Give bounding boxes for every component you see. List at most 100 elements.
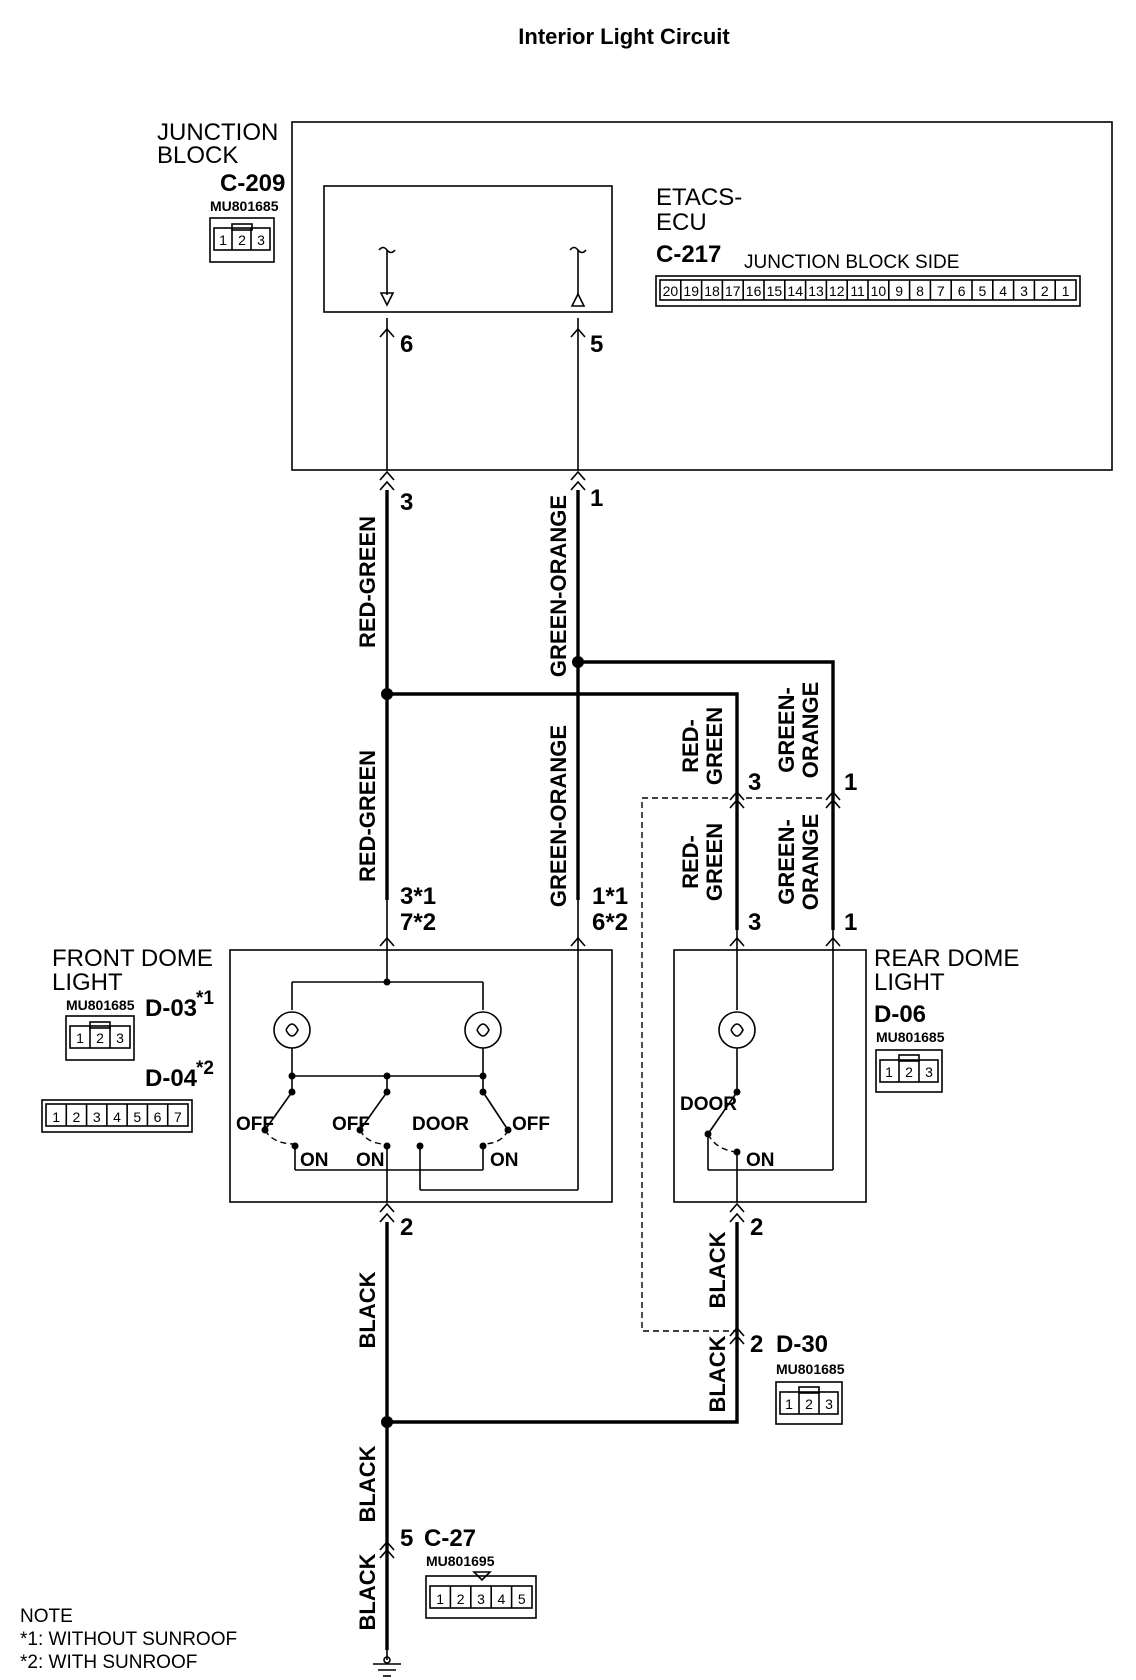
diagram-title: Interior Light Circuit [518,24,730,49]
front-pin: 3 [116,1030,124,1046]
wire-label-rear-red-green-upper: RED- GREEN [678,707,727,785]
junction-block-box [291,121,1113,471]
d30-part-number: MU801685 [776,1361,845,1377]
d30-connector: D-30 [776,1331,828,1358]
svg-text:RED-: RED- [678,835,703,889]
etacs-pin: 20 [663,283,679,299]
junction-block-connector-icon: 1 2 3 [209,217,275,263]
front-switch-door: DOOR [412,1114,469,1135]
rear-switch-door: DOOR [680,1094,737,1115]
front-dome-connector1-note: *1 [196,988,214,1009]
front7-pin: 5 [133,1109,141,1125]
front-switch-on-3: ON [490,1150,519,1171]
front-dome-internal-circuit [261,978,579,1202]
junction-block-part-number: MU801685 [210,198,279,214]
front-dome-connector2: D-04 [145,1065,198,1092]
jb-pin-red-green: 3 [400,489,413,516]
front-dome-7pin-icon [41,1099,193,1133]
svg-text:GREEN: GREEN [702,823,727,901]
d30-pin-num: 3 [825,1396,833,1412]
c27-pin: 4 [498,1591,506,1607]
jb-pin: 2 [238,232,246,248]
front-switch-off-3: OFF [512,1114,550,1135]
rear-dome-connector: D-06 [874,1001,926,1028]
front-switch-off-2: OFF [332,1114,370,1135]
front-dome-label-1: FRONT DOME [52,945,213,972]
etacs-pin: 8 [916,283,924,299]
rear-junction-pin-1: 1 [844,769,857,796]
front-dome-label-2: LIGHT [52,969,123,996]
rear-dome-box [673,949,867,1203]
front-switch-on-1: ON [300,1150,329,1171]
c27-connector: C-27 [424,1525,476,1552]
wire-label-black-2: BLACK [355,1445,380,1522]
wire-label-black-rear-2: BLACK [705,1335,730,1412]
etacs-connector-code: C-217 [656,241,721,268]
junction-block-label-1: JUNCTION [157,119,278,146]
front-dome-3pin-icon: 1 2 3 [65,1015,135,1061]
etacs-label-2: ECU [656,209,707,236]
rear-bulb [718,1011,756,1049]
ecu-terminal-left [378,246,396,307]
etacs-pin: 16 [746,283,762,299]
ground-icon [373,1650,401,1677]
front-pin: 2 [96,1030,104,1046]
front-bulb-left [273,1011,311,1049]
front-pin-red-green-2: 7*2 [400,909,436,936]
rear-dome-part-number: MU801685 [876,1029,945,1045]
note-line-2: *2: WITH SUNROOF [20,1652,197,1673]
front-dome-connector1: D-03 [145,995,197,1022]
rear-pin: 2 [905,1064,913,1080]
front-dome-box [229,949,613,1203]
rear-ground-pin: 2 [750,1214,763,1241]
rear-junction-pin-3: 3 [748,769,761,796]
wire-label-green-orange-2: GREEN-ORANGE [546,725,571,907]
etacs-pin: 2 [1041,283,1049,299]
svg-text:GREEN: GREEN [702,707,727,785]
rear-pin-green-orange: 1 [844,909,857,936]
etacs-pin: 7 [937,283,945,299]
rear-pin: 3 [925,1064,933,1080]
junction-block-connector-code: C-209 [220,170,285,197]
wire-label-rear-green-orange-lower: GREEN- ORANGE [774,814,823,911]
rear-dome-internal-circuit [704,1011,833,1202]
rear-switch-on: ON [746,1150,775,1171]
svg-text:ORANGE: ORANGE [798,682,823,779]
etacs-pin-5: 5 [590,331,603,358]
c27-pin: 5 [400,1525,413,1552]
jb-pin: 3 [257,232,265,248]
etacs-pin: 10 [871,283,887,299]
etacs-pin: 11 [850,283,865,299]
front-bulb-right [464,1011,502,1049]
front-dome-part-number: MU801685 [66,997,135,1013]
etacs-pin: 18 [704,283,720,299]
wire-label-black-rear-1: BLACK [705,1231,730,1308]
wire-green-orange-rear [578,660,835,930]
note-heading: NOTE [20,1606,73,1627]
ecu-terminal-right [569,246,587,307]
etacs-pin: 9 [895,283,903,299]
etacs-pin: 3 [1020,283,1028,299]
front-pin-red-green: 3*1 [400,883,436,910]
junction-block-label-2: BLOCK [157,142,238,169]
wire-label-rear-red-green-lower: RED- GREEN [678,823,727,901]
etacs-ecu-box [323,185,613,313]
front7-pin: 2 [73,1109,81,1125]
wire-label-black-3: BLACK [355,1553,380,1630]
rear-dome-label-1: REAR DOME [874,945,1019,972]
front-switch-on-2: ON [356,1150,385,1171]
etacs-pin: 1 [1062,283,1070,299]
c27-pin: 5 [518,1591,526,1607]
front-pin-green-orange-2: 6*2 [592,909,628,936]
rear-dome-label-2: LIGHT [874,969,945,996]
d30-pin-num: 2 [805,1396,813,1412]
etacs-label-1: ETACS- [656,184,742,211]
wire-label-rear-green-orange-upper: GREEN- ORANGE [774,682,823,779]
c27-pin: 3 [477,1591,485,1607]
etacs-side-label: JUNCTION BLOCK SIDE [744,252,959,273]
etacs-pin: 4 [999,283,1007,299]
front7-pin: 6 [154,1109,162,1125]
front7-pin: 1 [52,1109,60,1125]
jb-pin-green-orange: 1 [590,485,603,512]
